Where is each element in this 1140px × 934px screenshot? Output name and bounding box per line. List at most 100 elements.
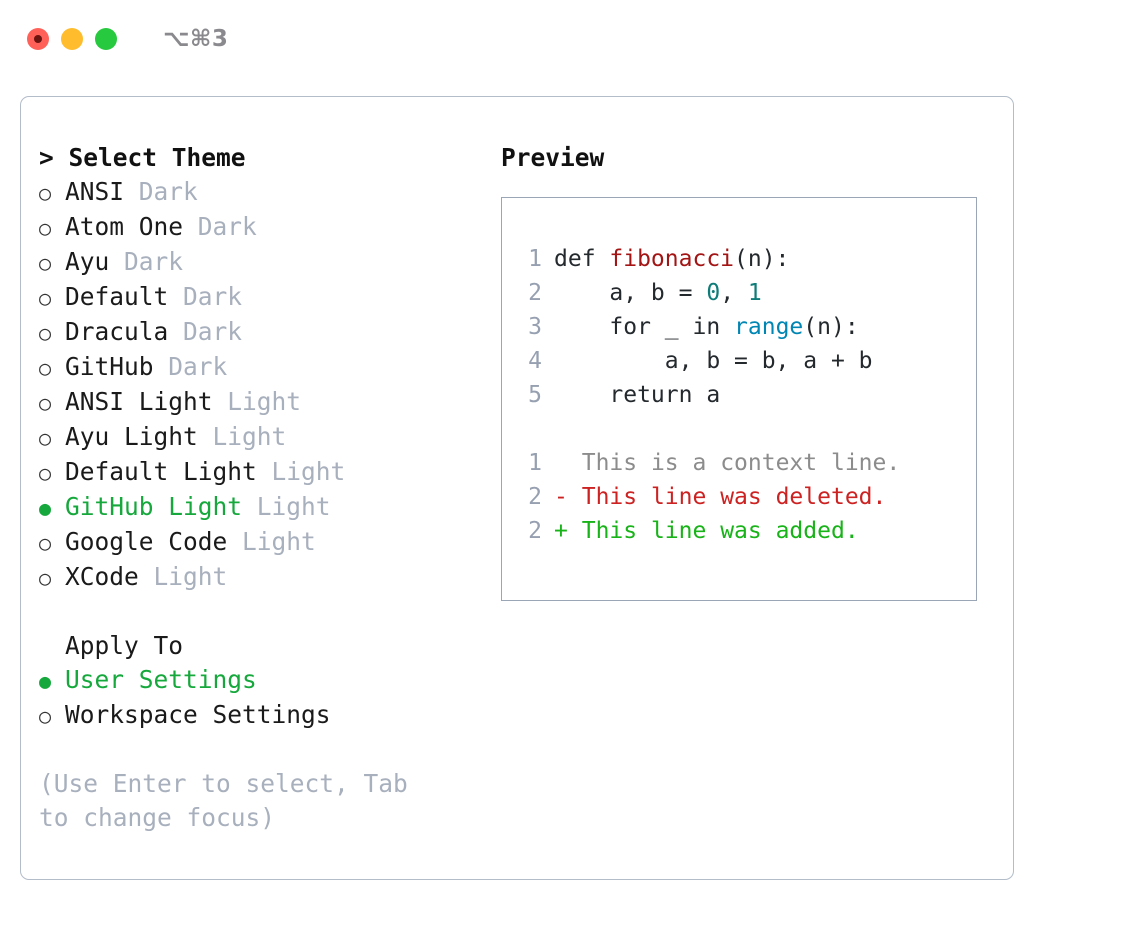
code-line-content: a, b = b, a + b [554, 344, 873, 378]
diff-line-text: This is a context line. [581, 450, 901, 476]
label-gap [213, 385, 228, 419]
code-line-content: for _ in range(n): [554, 310, 859, 344]
label-gap [109, 245, 124, 279]
theme-option-ayu-light[interactable]: ○Ayu Light Light [39, 420, 479, 455]
title-bar: ⌥⌘3 [0, 0, 1140, 78]
traffic-light-group [27, 28, 117, 50]
code-line-content: return a [554, 378, 720, 412]
diff-marker: + [554, 518, 568, 544]
radio-unselected-icon: ○ [39, 356, 52, 380]
radio-unselected-icon: ○ [39, 461, 52, 485]
label-gap [257, 455, 272, 489]
code-line-number: 4 [528, 348, 542, 374]
theme-option-default-light[interactable]: ○ Default Light Light [39, 455, 479, 490]
theme-option-github-light[interactable]: ●GitHub Light Light [39, 490, 479, 525]
code-line: 3 for _ in range(n): [502, 310, 976, 344]
maximize-button[interactable] [95, 28, 117, 50]
theme-option-variant: Dark [183, 317, 243, 346]
theme-option-google-code[interactable]: ○Google Code Light [39, 525, 479, 560]
theme-option-label: Ayu [65, 247, 110, 276]
diff-marker-gap [568, 480, 582, 514]
radio-unselected-icon: ○ [39, 391, 52, 415]
diff-line-text: This line was deleted. [581, 484, 887, 510]
theme-option-github[interactable]: ○ GitHub Dark [39, 350, 479, 385]
code-line: 1 def fibonacci(n): [502, 242, 976, 276]
theme-option-variant: Dark [183, 282, 243, 311]
code-line-content: def fibonacci(n): [554, 242, 789, 276]
radio-unselected-icon: ○ [39, 321, 52, 345]
label-gap [198, 420, 213, 454]
minimize-button[interactable] [61, 28, 83, 50]
label-gap [227, 525, 242, 559]
diff-line-number: 1 [528, 450, 542, 476]
radio-unselected-icon: ○ [39, 251, 52, 275]
code-diff-spacer [502, 412, 976, 446]
theme-option-default[interactable]: ○Default Dark [39, 280, 479, 315]
theme-option-ansi[interactable]: ○ ANSI Dark [39, 175, 479, 210]
apply-to-option-label: Workspace Settings [65, 700, 331, 729]
apply-to-option-label: User Settings [65, 665, 257, 694]
radio-selected-icon: ● [39, 669, 52, 693]
theme-option-dracula[interactable]: ○Dracula Dark [39, 315, 479, 350]
diff-line: 2+ This line was added. [502, 514, 976, 548]
code-token-plain: (n): [803, 314, 859, 340]
radio-selected-icon: ● [39, 496, 52, 520]
code-line-number: 3 [528, 314, 542, 340]
theme-option-label: GitHub Light [65, 492, 243, 521]
apply-to-label: Apply To [65, 631, 184, 660]
code-line: 2 a, b = 0, 1 [502, 276, 976, 310]
apply-to-option-user-settings[interactable]: ● User Settings [39, 663, 479, 698]
diff-marker-gap [568, 446, 582, 480]
code-token-plain: (n): [734, 246, 790, 272]
label-gap [183, 210, 198, 244]
code-line-number: 1 [528, 246, 542, 272]
theme-option-xcode[interactable]: ○XCode Light [39, 560, 479, 595]
code-line-number: 5 [528, 382, 542, 408]
diff-line-number: 2 [528, 484, 542, 510]
code-token-kw: in [692, 314, 735, 340]
code-token-kw: for [554, 314, 665, 340]
theme-option-ayu[interactable]: ○Ayu Dark [39, 245, 479, 280]
diff-line-text: This line was added. [581, 518, 859, 544]
theme-option-ansi-light[interactable]: ○ ANSI Light Light [39, 385, 479, 420]
window-title: ⌥⌘3 [163, 26, 229, 52]
diff-marker [554, 446, 568, 480]
code-token-kw: def [554, 246, 610, 272]
theme-option-variant: Light [212, 422, 287, 451]
apply-to-option-workspace-settings[interactable]: ○ Workspace Settings [39, 698, 479, 733]
code-line-number: 2 [528, 280, 542, 306]
radio-unselected-icon: ○ [39, 704, 52, 728]
theme-option-label: XCode [65, 562, 139, 591]
radio-unselected-icon: ○ [39, 566, 52, 590]
label-gap [139, 560, 154, 594]
theme-option-label: GitHub [65, 352, 154, 381]
theme-option-label: Ayu Light [65, 422, 198, 451]
theme-option-atom-one[interactable]: ○ Atom One Dark [39, 210, 479, 245]
theme-option-label: Default Light [65, 457, 257, 486]
theme-option-variant: Dark [138, 177, 198, 206]
code-line: 5 return a [502, 378, 976, 412]
label-gap [168, 280, 183, 314]
close-button[interactable] [27, 28, 49, 50]
list-spacer [39, 595, 479, 629]
theme-option-label: Atom One [65, 212, 184, 241]
radio-unselected-icon: ○ [39, 181, 52, 205]
code-token-plain: _ [664, 314, 693, 340]
theme-option-variant: Light [227, 387, 302, 416]
code-token-num: 0 [706, 280, 721, 306]
code-token-plain: , [720, 280, 748, 306]
radio-unselected-icon: ○ [39, 216, 52, 240]
theme-option-label: ANSI Light [65, 387, 213, 416]
theme-option-variant: Dark [197, 212, 257, 241]
code-token-plain: return a [554, 382, 721, 408]
theme-option-variant: Light [271, 457, 346, 486]
code-token-num: 1 [747, 280, 762, 306]
label-gap [168, 315, 183, 349]
theme-option-label: ANSI [65, 177, 125, 206]
theme-option-variant: Dark [168, 352, 228, 381]
select-theme-header: > Select Theme [39, 143, 246, 172]
radio-unselected-icon: ○ [39, 286, 52, 310]
theme-list: ○ANSI Dark○Atom One Dark○Ayu Dark○Defaul… [39, 175, 479, 595]
